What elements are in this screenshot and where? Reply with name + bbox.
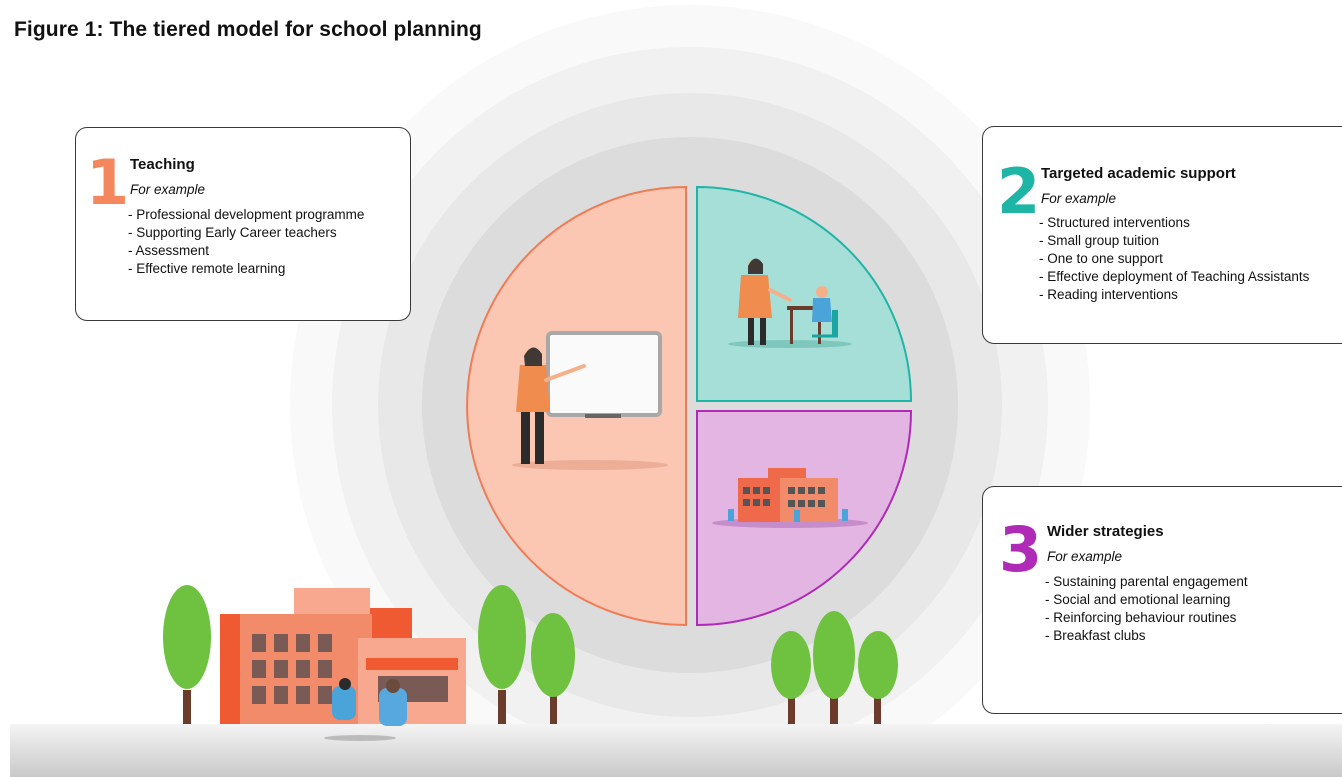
tier-3-card: 3 Wider strategies For example - Sustain… [982, 486, 1342, 714]
tier-1-card: 1 Teaching For example - Professional de… [75, 127, 411, 321]
list-item: - Effective remote learning [128, 261, 286, 276]
tier-3-heading: Wider strategies [1047, 523, 1164, 540]
tier-2-heading: Targeted academic support [1041, 165, 1236, 182]
list-item: - Reading interventions [1039, 287, 1178, 302]
tier-2-number: 2 [997, 155, 1041, 228]
small-school-illustration [712, 468, 868, 528]
tier-3-number: 3 [999, 513, 1043, 586]
tier-1-number: 1 [86, 146, 130, 219]
tree-left [163, 585, 211, 724]
list-item: - Supporting Early Career teachers [128, 225, 337, 240]
tier-2-subheading: For example [1041, 191, 1117, 206]
tier-3-examples: - Sustaining parental engagement - Socia… [1045, 573, 1248, 645]
tutoring-illustration [728, 258, 852, 348]
tier-2-card: 2 Targeted academic support For example … [982, 126, 1342, 344]
tree-center-1 [478, 585, 526, 724]
list-item: - Professional development programme [128, 207, 365, 222]
tree-right-3 [858, 631, 898, 724]
tier-3-subheading: For example [1047, 549, 1123, 564]
school-building-illustration [220, 588, 466, 741]
list-item: - Social and emotional learning [1045, 592, 1231, 607]
list-item: - Small group tuition [1039, 233, 1160, 248]
list-item: - Sustaining parental engagement [1045, 574, 1248, 589]
tier-2-examples: - Structured interventions - Small group… [1039, 214, 1309, 304]
list-item: - Effective deployment of Teaching Assis… [1039, 269, 1310, 284]
list-item: - Reinforcing behaviour routines [1045, 610, 1237, 625]
tree-center-2 [531, 613, 575, 724]
tree-right-1 [771, 631, 811, 724]
list-item: - Breakfast clubs [1045, 628, 1146, 643]
page-title: Figure 1: The tiered model for school pl… [14, 18, 482, 41]
tier-1-examples: - Professional development programme - S… [128, 206, 364, 278]
tree-right-2 [813, 611, 855, 724]
tier-1-subheading: For example [130, 182, 206, 197]
ground [10, 724, 1342, 777]
list-item: - Assessment [128, 243, 210, 258]
tier-2-segment [696, 185, 913, 402]
list-item: - Structured interventions [1039, 215, 1190, 230]
list-item: - One to one support [1039, 251, 1163, 266]
teacher-whiteboard-illustration [512, 331, 668, 470]
tier-1-heading: Teaching [130, 156, 195, 173]
